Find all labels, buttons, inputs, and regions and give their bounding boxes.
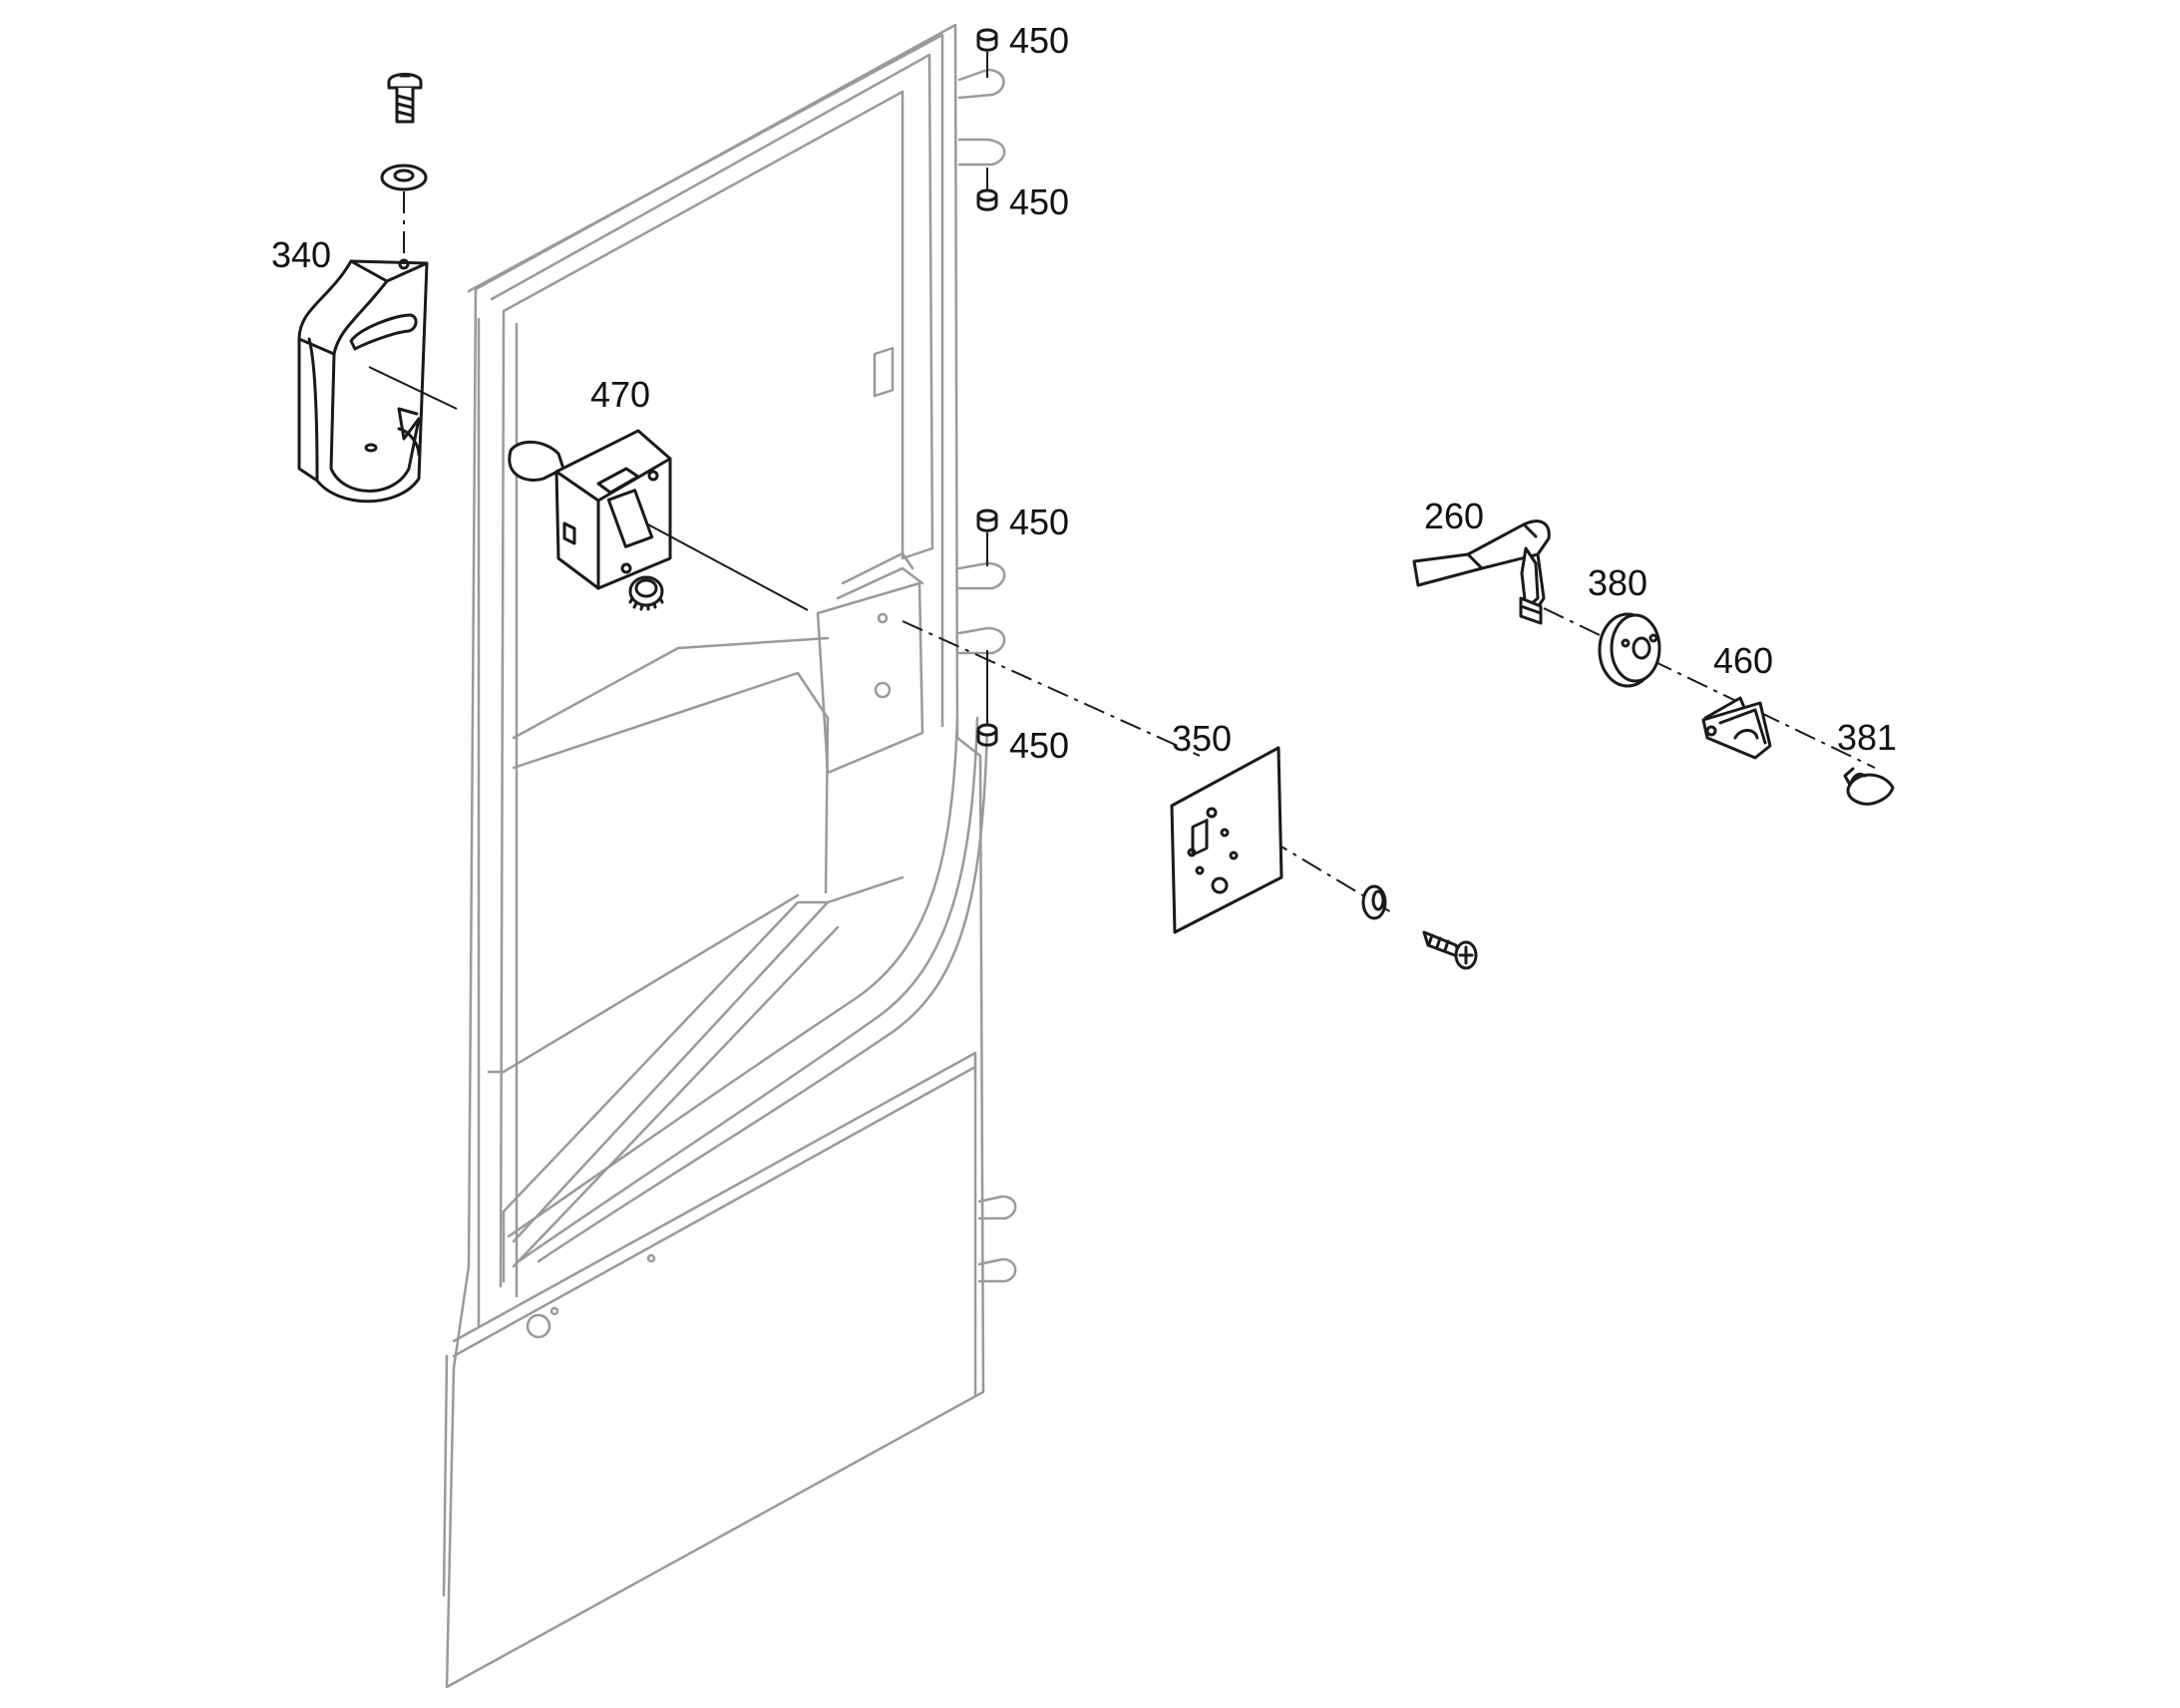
label-450-second: 450 — [1009, 181, 1069, 222]
label-470: 470 — [590, 374, 650, 415]
label-450-third: 450 — [1009, 502, 1069, 542]
leader-470-to-door — [645, 522, 809, 611]
bracket-340 — [297, 258, 429, 504]
label-460: 460 — [1713, 640, 1773, 681]
plate-350 — [1170, 746, 1283, 934]
leader-axis-to-350 — [902, 620, 1201, 757]
hinge-pin-450-second — [976, 168, 998, 211]
hinge-pin-450-third — [976, 509, 998, 566]
label-380: 380 — [1588, 562, 1647, 603]
label-260: 260 — [1424, 496, 1484, 536]
label-450-fourth: 450 — [1009, 725, 1069, 766]
lock-470 — [508, 429, 672, 611]
label-450-top: 450 — [1009, 20, 1069, 61]
leader-340-to-door — [368, 366, 458, 410]
rosette-380 — [1598, 612, 1661, 688]
leader-260-380-460-381 — [1543, 607, 1876, 769]
label-381: 381 — [1837, 717, 1897, 758]
leader-axis-350-to-screw — [1199, 797, 1392, 913]
washer-top-left — [380, 164, 428, 191]
screw-350 — [1422, 930, 1478, 970]
part-labels: 450 450 450 450 340 470 260 380 460 381 … — [271, 20, 1897, 766]
washer-350 — [1361, 884, 1387, 920]
handle-260 — [1412, 519, 1551, 625]
label-340: 340 — [271, 234, 331, 275]
nut-381 — [1843, 767, 1895, 806]
door-panel — [442, 23, 1017, 1689]
strike-460 — [1701, 696, 1772, 760]
hinge-pin-450-fourth — [976, 650, 998, 747]
screw-top-left — [387, 73, 423, 124]
hinge-pin-450-top — [976, 28, 998, 78]
label-350: 350 — [1172, 718, 1232, 759]
